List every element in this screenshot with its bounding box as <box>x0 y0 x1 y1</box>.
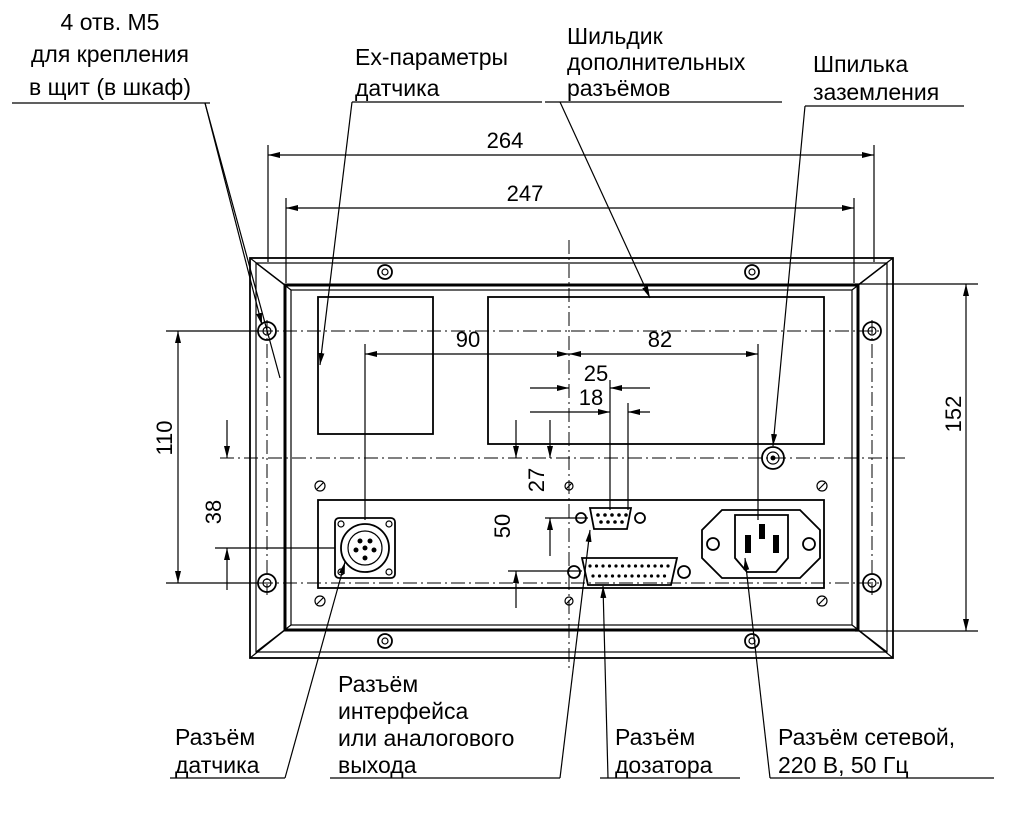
svg-text:Разъём сетевой,: Разъём сетевой, <box>778 724 955 750</box>
connector-pin <box>659 564 664 568</box>
ex-params-plate <box>317 296 434 435</box>
leader-lines <box>12 101 994 779</box>
connector-pin <box>643 574 647 578</box>
panel-hole <box>377 264 393 280</box>
connector-pin <box>636 574 641 578</box>
callout-ground-stud: Шпилька заземления <box>813 51 939 105</box>
svg-text:дозатора: дозатора <box>615 752 713 778</box>
svg-text:для крепления: для крепления <box>31 41 189 67</box>
center-lines <box>220 240 905 668</box>
svg-text:в щит (в шкаф): в щит (в шкаф) <box>29 74 191 100</box>
dim-connector-offset-25: 25 <box>584 361 608 386</box>
connector-pin <box>604 574 608 578</box>
connector-pin <box>597 574 602 578</box>
panel-hole <box>377 633 393 649</box>
power-connector <box>701 509 821 579</box>
dim-left-offset: 90 <box>456 327 480 352</box>
connector-pin <box>610 574 615 578</box>
dim-hole-spacing-height: 110 <box>152 420 177 455</box>
callout-ex-params: Ех-параметры датчика <box>355 44 508 101</box>
connector-pin <box>588 564 592 568</box>
connector-pin <box>614 564 618 568</box>
connector-panel <box>317 499 825 589</box>
connector-pin <box>607 564 612 568</box>
connector-pin <box>653 564 657 568</box>
dim-height-50: 50 <box>490 514 515 538</box>
connector-pin <box>646 564 651 568</box>
callout-extra-plate: Шильдик дополнительных разъёмов <box>567 23 746 101</box>
connector-pin <box>617 574 621 578</box>
connector-pin <box>594 564 599 568</box>
connector-pin <box>627 564 631 568</box>
svg-text:или аналогового: или аналогового <box>338 725 514 751</box>
svg-text:220 В, 50 Гц: 220 В, 50 Гц <box>778 752 909 778</box>
extension-lines <box>166 145 978 632</box>
dosing-connector <box>567 557 691 586</box>
dimension-lines <box>175 152 969 631</box>
connector-pin <box>666 564 670 568</box>
svg-text:интерфейса: интерфейса <box>338 698 468 724</box>
dim-hole-spacing-width: 247 <box>507 181 544 206</box>
connector-pin <box>656 574 660 578</box>
dim-overall-width: 264 <box>487 128 524 153</box>
connector-pin <box>633 564 638 568</box>
svg-text:датчика: датчика <box>175 752 260 778</box>
svg-text:4 отв. М5: 4 отв. М5 <box>61 9 160 35</box>
sensor-connector <box>334 517 396 579</box>
svg-text:Разъём: Разъём <box>338 671 418 697</box>
svg-text:датчика: датчика <box>355 75 440 101</box>
dim-height-38: 38 <box>201 500 226 524</box>
dim-overall-height: 152 <box>941 396 966 433</box>
svg-text:Ех-параметры: Ех-параметры <box>355 44 508 70</box>
svg-text:Разъём: Разъём <box>175 724 255 750</box>
panel-hole <box>744 633 760 649</box>
extra-connectors-plate <box>487 296 825 445</box>
dim-right-offset: 82 <box>648 327 672 352</box>
connector-pin <box>591 574 595 578</box>
svg-text:выхода: выхода <box>338 752 417 778</box>
connector-pin <box>601 564 605 568</box>
callout-sensor-connector: Разъём датчика <box>175 724 260 778</box>
svg-text:разъёмов: разъёмов <box>567 75 670 101</box>
svg-text:дополнительных: дополнительных <box>567 49 746 75</box>
svg-text:Шильдик: Шильдик <box>567 23 664 49</box>
connector-pin <box>630 574 634 578</box>
connector-pin <box>649 574 654 578</box>
connector-pin <box>623 574 628 578</box>
connector-pin <box>640 564 644 568</box>
connector-pin <box>620 564 625 568</box>
svg-text:заземления: заземления <box>813 79 939 105</box>
callout-mount-holes: 4 отв. М5 для крепления в щит (в шкаф) <box>29 9 191 100</box>
svg-text:Разъём: Разъём <box>615 724 695 750</box>
callout-dosing-connector: Разъём дозатора <box>615 724 713 778</box>
callout-power-connector: Разъём сетевой, 220 В, 50 Гц <box>778 724 955 778</box>
panel-hole <box>744 264 760 280</box>
connector-pin <box>662 574 667 578</box>
dim-height-27: 27 <box>524 468 549 492</box>
svg-text:Шпилька: Шпилька <box>813 51 908 77</box>
dim-connector-offset-18: 18 <box>579 385 603 410</box>
callout-interface-connector: Разъём интерфейса или аналогового выхода <box>338 671 514 778</box>
